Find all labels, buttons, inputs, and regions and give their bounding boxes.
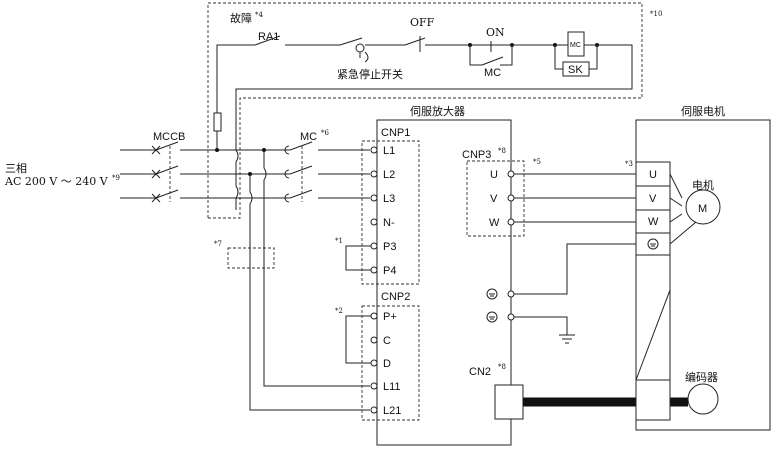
cnp2-term-c: C (383, 335, 391, 347)
motor-term-v: V (649, 193, 657, 205)
mccb-label: MCCB (153, 131, 185, 143)
cn2-connector (494, 384, 524, 420)
cnp2-term-p: P+ (383, 311, 397, 323)
motor-icon (685, 189, 721, 225)
mc-contact-label: MC (484, 67, 501, 79)
mc-label: MC (300, 131, 317, 143)
motor-symbol: M (698, 203, 707, 215)
note-7: *7 (214, 240, 222, 248)
servo-motor: 伺服电机 *3 U V W 电机 M 编码器 (625, 104, 771, 431)
earth-ground-icon (559, 334, 575, 344)
cnp2-term-d: D (383, 358, 391, 370)
encoder-icon (687, 383, 719, 415)
cnp3-connector (466, 160, 525, 237)
cnp3-note: *8 (498, 147, 506, 155)
emergency-stop-switch-icon (339, 37, 380, 63)
encoder-label: 编码器 (685, 370, 718, 384)
motor-ground-icon (647, 238, 659, 250)
note-6: *6 (321, 129, 330, 137)
cnp2-term-l11: L11 (383, 381, 401, 393)
motor-title: 伺服电机 (681, 104, 725, 118)
note-4: *4 (255, 11, 264, 19)
emergency-stop-label: 紧急停止开关 (337, 67, 403, 81)
fuse (213, 112, 222, 152)
cnp3-term-u: U (490, 169, 498, 181)
voltage-label: AC 200 V ～ 240 V (4, 175, 109, 188)
sk-label: SK (568, 64, 583, 76)
cnp1-term-l2: L2 (383, 169, 395, 181)
note-9: *9 (112, 174, 120, 182)
mc-coil-label: MC (570, 42, 581, 49)
motor-terminal-block (635, 161, 671, 421)
fault-label: 故障 (230, 11, 252, 25)
mc-coil (567, 31, 585, 57)
cnp1-terminals: L1 L2 L3 N- P3 P4 (370, 145, 396, 277)
on-label: ON (486, 26, 505, 39)
note-10: *10 (650, 10, 662, 18)
cnp3-term-v: V (490, 193, 498, 205)
cnp1-term-n: N- (383, 217, 395, 229)
option-box-7 (227, 247, 275, 269)
cnp3-term-w: W (489, 217, 500, 229)
motor-term-w: W (648, 216, 659, 228)
control-power-wires (235, 148, 370, 411)
note-5: *5 (533, 158, 541, 166)
note-3: *3 (625, 160, 633, 168)
note-1: *1 (335, 237, 343, 245)
cn2-label: CN2 (469, 366, 491, 378)
off-label: OFF (410, 16, 435, 29)
cnp2-term-l21: L21 (383, 405, 401, 417)
amp-output-terminals (507, 170, 515, 321)
cnp2-terminals: P+ C D L11 L21 (370, 311, 401, 417)
relay-ra1-label: RA1 (258, 31, 279, 43)
cnp2-label: CNP2 (381, 291, 410, 303)
cnp1-term-l1: L1 (383, 145, 395, 157)
emergency-stop-circuit: *10 故障 *4 RA1 紧急停止开关 OFF ON (207, 2, 662, 219)
cnp1-connector (361, 140, 420, 285)
motor-term-u: U (649, 169, 657, 181)
amplifier-title: 伺服放大器 (410, 104, 465, 118)
note-2: *2 (335, 307, 343, 315)
cnp1-term-p4: P4 (383, 265, 396, 277)
amplifier-body (376, 119, 512, 446)
cnp1-term-p3: P3 (383, 241, 396, 253)
cnp1-label: CNP1 (381, 127, 410, 139)
mc-contactor: MC *6 (280, 129, 330, 205)
mccb-breaker: MCCB (151, 131, 370, 203)
phase-label: 三相 (5, 162, 27, 175)
cnp1-term-l3: L3 (383, 193, 395, 205)
cnp3-terminals: U V W (489, 169, 500, 229)
sk-box (562, 61, 590, 77)
amp-ground-terminals (486, 288, 498, 323)
servo-amplifier: 伺服放大器 CNP1 L1 L2 L3 N- P3 P4 *1 CNP2 P+ … (335, 104, 541, 446)
cnp3-label: CNP3 (462, 149, 491, 161)
cn2-note: *8 (498, 363, 506, 371)
power-input: 三相 AC 200 V ～ 240 V *9 (4, 149, 155, 199)
motor-label: 电机 (692, 178, 714, 192)
